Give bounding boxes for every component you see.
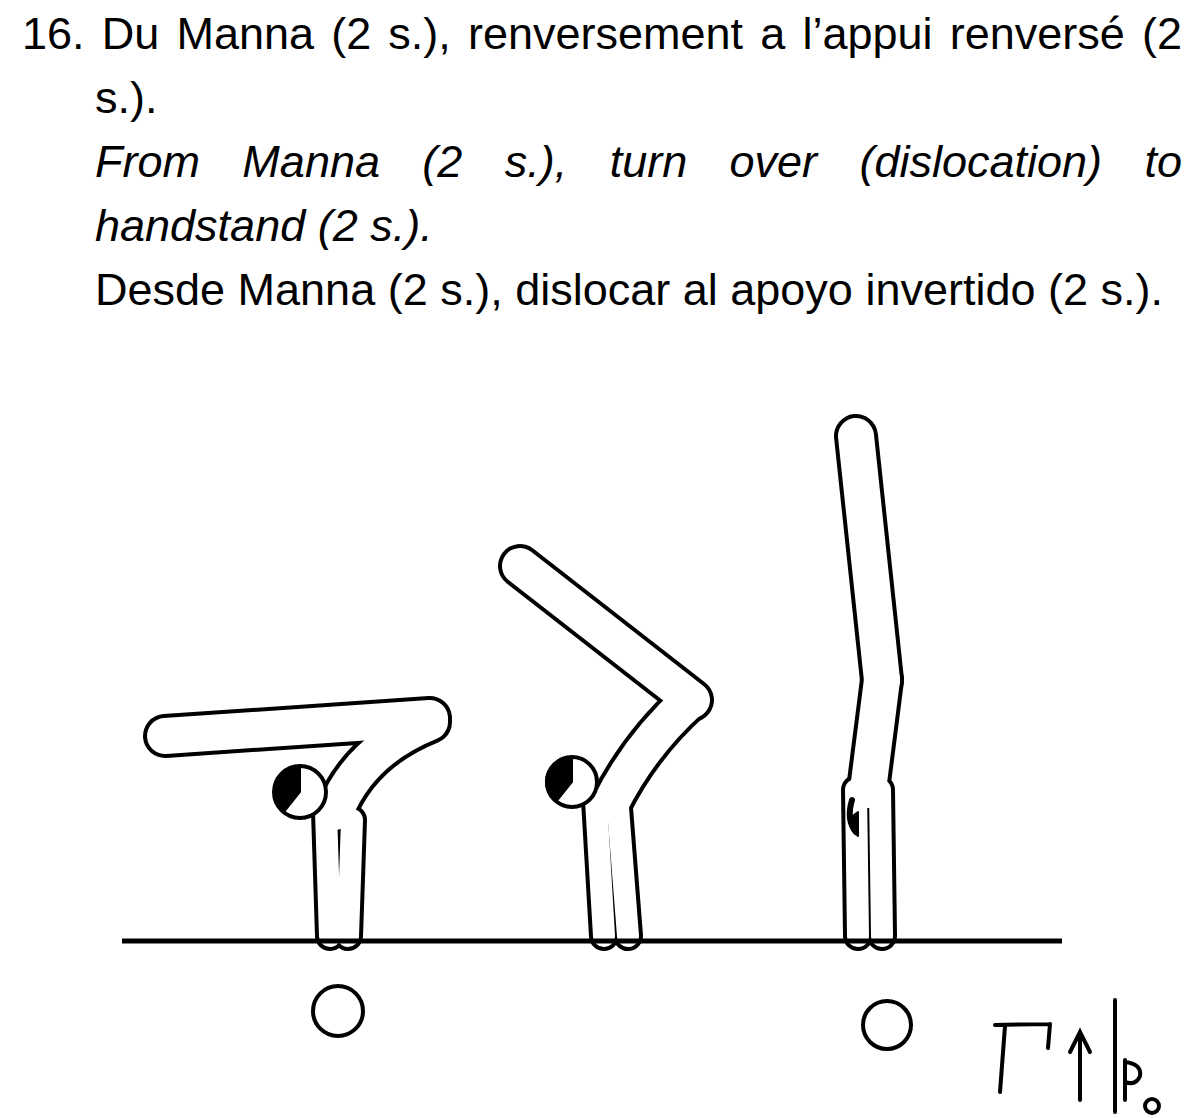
legs-outline	[165, 718, 430, 736]
hair	[275, 766, 300, 812]
legs	[165, 718, 430, 736]
arm-outline	[618, 808, 628, 936]
gymnast-turn-over	[520, 566, 692, 936]
text-block: 16. Du Manna (2 s.), renversement a l’ap…	[22, 2, 1182, 322]
arm	[618, 808, 628, 936]
gymnast-handstand	[850, 436, 882, 936]
arm	[326, 812, 330, 936]
arm-outline	[880, 790, 882, 936]
legs-outline	[520, 566, 692, 700]
notation-hook	[1125, 1060, 1140, 1100]
arm	[348, 820, 352, 936]
torso-outline	[610, 700, 690, 805]
arm-outline	[348, 820, 352, 936]
notation-bar	[1113, 1000, 1117, 1112]
torso	[610, 700, 690, 805]
legs	[520, 566, 692, 700]
notation-corner	[995, 1024, 1050, 1092]
arm-outline	[326, 812, 330, 936]
exercise-text-es: Desde Manna (2 s.), dislocar al apoyo in…	[22, 258, 1182, 322]
arm	[880, 790, 882, 936]
gymnast-manna	[165, 718, 430, 936]
notation-symbol	[995, 1000, 1159, 1113]
head	[274, 766, 326, 818]
legs-outline	[856, 436, 882, 680]
notation-arrow	[1070, 1032, 1090, 1100]
apparatus-line	[122, 939, 1062, 944]
hair	[850, 812, 858, 836]
hair	[546, 757, 572, 802]
position-circle	[863, 1001, 911, 1049]
exercise-title-fr: 16. Du Manna (2 s.), renversement a l’ap…	[22, 2, 1182, 130]
notation-ring	[1145, 1099, 1159, 1113]
position-circle	[313, 986, 363, 1036]
legs	[856, 436, 882, 680]
exercise-text-en: From Manna (2 s.), turn over (dislocatio…	[22, 130, 1182, 258]
